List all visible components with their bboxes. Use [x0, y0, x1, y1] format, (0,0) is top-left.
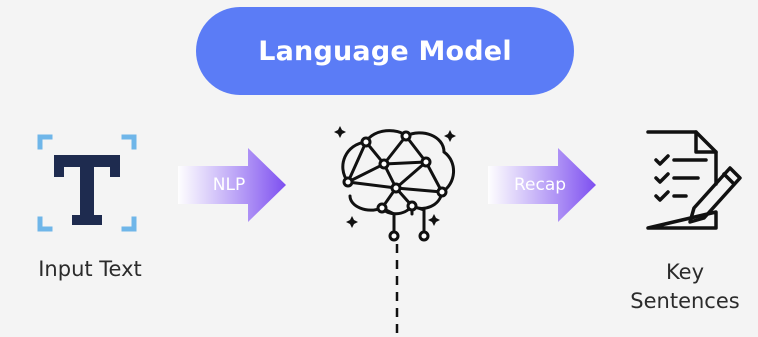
nlp-label: NLP — [212, 175, 246, 195]
dashed-connector — [395, 244, 399, 337]
language-model-title: Language Model — [196, 7, 574, 95]
title-text: Language Model — [258, 35, 512, 67]
key-sentences-label: Key Sentences — [612, 258, 758, 316]
key-sentences-line2: Sentences — [630, 289, 740, 313]
nlp-arrow: NLP — [178, 148, 286, 222]
input-text-label: Input Text — [38, 257, 142, 281]
recap-label: Recap — [513, 175, 567, 195]
text-T-icon — [36, 133, 138, 233]
brain-network-icon — [326, 122, 466, 244]
recap-arrow: Recap — [488, 148, 596, 222]
document-pen-icon — [640, 128, 746, 232]
key-sentences-line1: Key — [665, 260, 705, 284]
